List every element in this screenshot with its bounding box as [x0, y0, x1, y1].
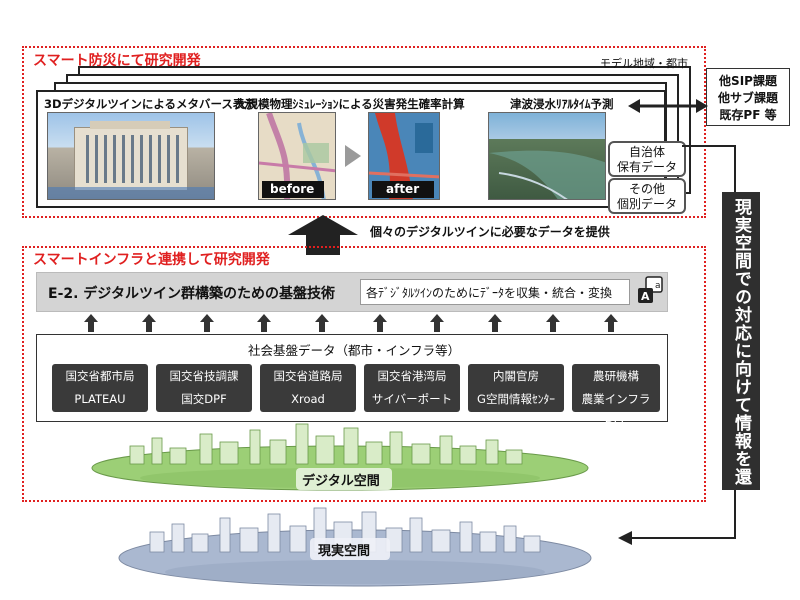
- other-data-badge: その他 個別データ: [608, 178, 686, 214]
- up-arrow-icon: [142, 314, 156, 332]
- digital-space-city-illustration: [91, 423, 589, 491]
- caption-tsunami: 津波浸水ﾘｱﾙﾀｲﾑ予測: [510, 97, 614, 111]
- small-arrows-row: [0, 314, 800, 332]
- source-line1: 国交省港湾局: [377, 369, 447, 383]
- bottom-section-title: スマートインフラと連携して研究開発: [33, 252, 270, 268]
- source-naro-dpf: 農研機構 農業インフラDPF: [572, 364, 660, 425]
- after-label-bg: [372, 181, 434, 198]
- up-arrow-icon: [430, 314, 444, 332]
- source-line1: 国交省技調課: [169, 369, 239, 383]
- digital-space-label-bg: [296, 468, 392, 490]
- source-line2: PLATEAU: [74, 392, 126, 406]
- source-line2: サイバーポート: [371, 392, 453, 406]
- other-data-line1: その他: [628, 182, 665, 196]
- source-line1: 農研機構: [593, 369, 639, 383]
- e2-title: E-2. デジタルツイン群構築のための基盤技術: [48, 286, 336, 302]
- source-line1: 国交省道路局: [273, 369, 343, 383]
- up-arrow-icon: [200, 314, 214, 332]
- feedback-vertical-label: 現実空間での対応に向けて情報を還元: [693, 198, 751, 486]
- feedback-label-bg: [722, 192, 760, 490]
- source-cyberport: 国交省港湾局 サイバーポート: [364, 364, 460, 412]
- before-label: before: [270, 182, 315, 196]
- translate-icon: a A: [638, 276, 663, 303]
- municipal-data-line2: 保有データ: [616, 160, 677, 174]
- source-xroad: 国交省道路局 Xroad: [260, 364, 356, 412]
- e2-description: 各ﾃﾞｼﾞﾀﾙﾂｲﾝのためにﾃﾞｰﾀを収集・統合・変換: [366, 286, 613, 300]
- source-line2: 国交DPF: [181, 392, 227, 406]
- caption-simulation: 大規模物理ｼﾐｭﾚｰｼｮﾝによる災害発生確率計算: [235, 97, 465, 111]
- before-label-bg: [262, 181, 324, 198]
- up-arrow-icon: [488, 314, 502, 332]
- chevron-right-icon: [345, 145, 361, 167]
- other-data-line2: 個別データ: [616, 197, 677, 211]
- source-line1: 国交省都市局: [65, 369, 135, 383]
- municipal-data-line1: 自治体: [628, 145, 665, 159]
- source-line2: 農業インフラDPF: [581, 392, 651, 425]
- source-g-spatial: 内閣官房 G空間情報ｾﾝﾀｰ: [468, 364, 564, 412]
- bottom-section-box: [22, 246, 706, 502]
- source-line2: Xroad: [291, 392, 325, 406]
- up-arrow-icon: [84, 314, 98, 332]
- e2-description-box: [360, 279, 630, 305]
- external-line-2: 他サブ課題: [717, 91, 778, 105]
- provide-data-arrow-icon: [288, 215, 358, 255]
- external-line-1: 他SIP課題: [719, 74, 777, 88]
- up-arrow-icon: [315, 314, 329, 332]
- up-arrow-icon: [546, 314, 560, 332]
- model-region-label: モデル地域・都市: [600, 57, 688, 70]
- real-space-label-bg: [310, 538, 390, 560]
- source-line2: G空間情報ｾﾝﾀｰ: [477, 392, 555, 406]
- svg-text:A: A: [641, 290, 650, 303]
- social-data-title: 社会基盤データ（都市・インフラ等）: [248, 343, 461, 358]
- source-kokko-dpf: 国交省技調課 国交DPF: [156, 364, 252, 412]
- after-label: after: [386, 182, 420, 196]
- external-systems-box: 他SIP課題 他サブ課題 既存PF 等: [706, 68, 790, 126]
- tsunami-aerial-image: [488, 112, 606, 200]
- building-3d-image: [47, 112, 215, 200]
- external-line-3: 既存PF 等: [719, 108, 777, 122]
- up-arrow-icon: [604, 314, 618, 332]
- digital-space-label: デジタル空間: [302, 474, 380, 489]
- top-section-title: スマート防災にて研究開発: [33, 53, 201, 69]
- up-arrow-icon: [257, 314, 271, 332]
- source-line1: 内閣官房: [493, 369, 539, 383]
- provide-data-label: 個々のデジタルツインに必要なデータを提供: [370, 225, 610, 239]
- bidirectional-arrow-icon: [628, 99, 708, 113]
- source-plateau: 国交省都市局 PLATEAU: [52, 364, 148, 412]
- real-space-label: 現実空間: [318, 544, 371, 559]
- municipal-data-badge: 自治体 保有データ: [608, 141, 686, 177]
- caption-metaverse: 3Dデジタルツインによるメタバース表示: [44, 97, 256, 111]
- up-arrow-icon: [373, 314, 387, 332]
- svg-text:a: a: [655, 281, 661, 291]
- top-section-box: [22, 46, 706, 218]
